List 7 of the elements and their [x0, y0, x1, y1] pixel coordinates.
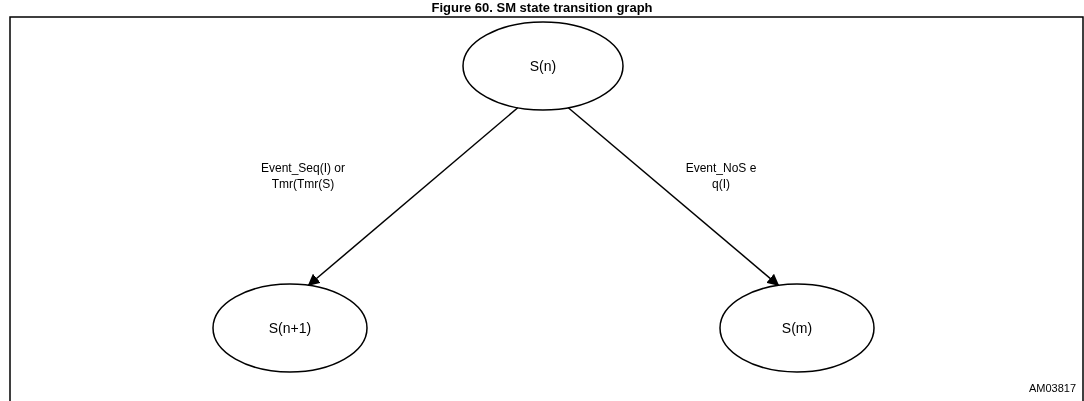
figure-id: AM03817	[1028, 381, 1076, 396]
figure-title: Figure 60. SM state transition graph	[430, 0, 654, 15]
transition-arrow	[307, 107, 519, 287]
transition-arrow	[567, 107, 780, 287]
state-label: S(n+1)	[268, 318, 312, 338]
state-label: S(m)	[781, 318, 813, 338]
state-label: S(n)	[529, 56, 557, 76]
